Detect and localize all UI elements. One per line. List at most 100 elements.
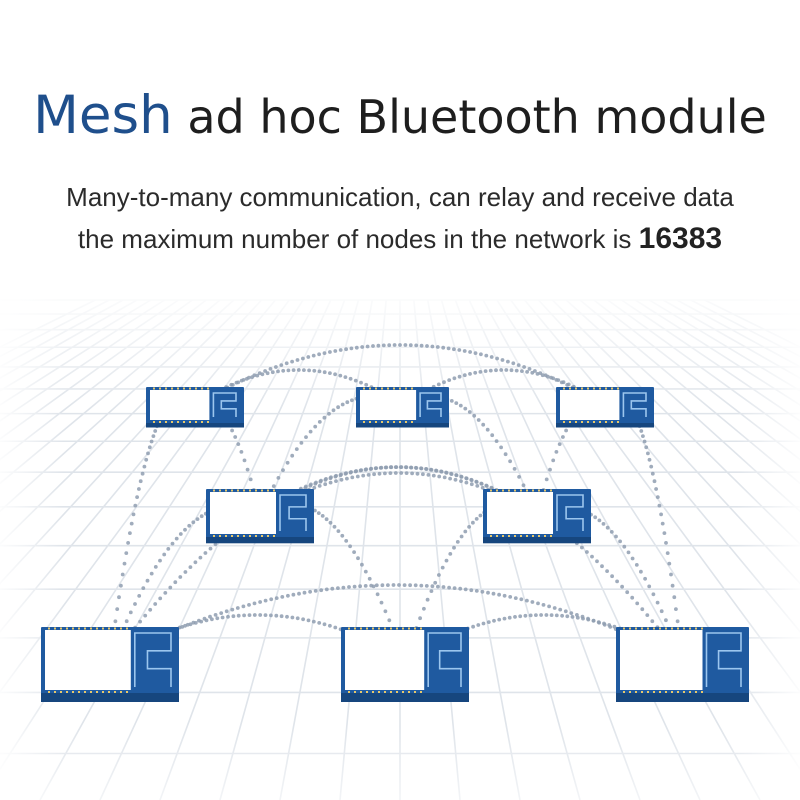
connection-dot bbox=[595, 559, 599, 564]
connection-dot bbox=[494, 368, 498, 373]
connection-dot bbox=[649, 464, 654, 469]
connection-dot bbox=[614, 534, 618, 539]
connection-dot bbox=[115, 607, 120, 611]
connection-dot bbox=[328, 623, 332, 628]
connection-dot bbox=[506, 359, 510, 364]
connection-dot bbox=[158, 596, 163, 601]
connection-dot bbox=[151, 434, 156, 438]
connection-dot bbox=[558, 607, 563, 612]
connection-dot bbox=[268, 367, 273, 371]
connection-dot bbox=[601, 522, 606, 526]
connection-dot bbox=[371, 584, 376, 589]
connection-dot bbox=[128, 610, 133, 615]
connection-dot bbox=[639, 569, 643, 574]
connection-dot bbox=[507, 615, 512, 620]
connection-dot bbox=[486, 590, 490, 595]
connection-dot bbox=[640, 607, 645, 612]
connection-dot bbox=[645, 613, 650, 617]
connection-dot bbox=[610, 574, 614, 579]
connection-dot bbox=[538, 371, 543, 375]
connection-dot bbox=[339, 477, 344, 482]
connection-dot bbox=[219, 611, 224, 615]
connection-dot bbox=[313, 424, 318, 429]
connection-dot bbox=[328, 371, 332, 375]
connection-dot bbox=[138, 479, 143, 484]
connection-dot bbox=[265, 371, 270, 376]
connection-dot bbox=[580, 614, 585, 619]
connection-dot bbox=[492, 618, 496, 623]
connection-dot bbox=[148, 607, 153, 612]
subtitle-line-2-text: the maximum number of nodes in the netwo… bbox=[77, 224, 632, 254]
connection-dot bbox=[247, 603, 251, 607]
connection-dot bbox=[657, 503, 662, 508]
bluetooth-module-icon bbox=[41, 627, 179, 702]
connection-dot bbox=[381, 343, 386, 348]
connection-dot bbox=[279, 614, 284, 619]
connection-dot bbox=[364, 467, 369, 472]
connection-dot bbox=[552, 606, 557, 610]
subtitle-line-2: the maximum number of nodes in the netwo… bbox=[0, 222, 800, 256]
connection-dot bbox=[343, 375, 348, 379]
connection-dot bbox=[519, 597, 524, 602]
connection-dot bbox=[280, 595, 285, 599]
connection-dot bbox=[557, 442, 562, 446]
connection-dot bbox=[511, 361, 516, 366]
connection-dot bbox=[248, 477, 253, 482]
connection-dot bbox=[508, 595, 513, 599]
connection-dot bbox=[147, 445, 152, 450]
connection-dot bbox=[120, 572, 125, 577]
connection-dot bbox=[241, 604, 246, 609]
connection-dot bbox=[235, 606, 240, 610]
connection-dot bbox=[672, 595, 677, 600]
connection-dot bbox=[462, 349, 467, 353]
connection-dot bbox=[459, 479, 463, 483]
connection-dot bbox=[523, 613, 528, 618]
connection-dot bbox=[514, 368, 519, 373]
max-nodes-number: 16383 bbox=[638, 222, 723, 255]
connection-dot bbox=[361, 473, 366, 478]
connection-dot bbox=[137, 487, 141, 491]
connection-dot bbox=[133, 602, 137, 606]
bluetooth-module-icon bbox=[206, 489, 314, 544]
connection-dot bbox=[359, 380, 363, 385]
connection-dot bbox=[421, 472, 425, 477]
connection-dot bbox=[119, 583, 123, 588]
connection-dot bbox=[322, 370, 327, 375]
connection-dot bbox=[664, 541, 668, 545]
connection-dot bbox=[363, 584, 368, 588]
connection-dot bbox=[358, 584, 362, 589]
connection-dot bbox=[564, 428, 568, 433]
connection-dot bbox=[499, 445, 503, 450]
connection-dot bbox=[548, 467, 552, 472]
connection-dot bbox=[145, 578, 150, 583]
connection-dot bbox=[467, 410, 472, 414]
connection-dot bbox=[316, 511, 321, 515]
connection-dot bbox=[414, 343, 419, 348]
connection-dot bbox=[153, 429, 158, 433]
connection-dot bbox=[565, 383, 570, 387]
connection-dot bbox=[469, 478, 474, 483]
connection-dot bbox=[670, 583, 675, 588]
mesh-network-diagram bbox=[0, 280, 800, 800]
connection-dot bbox=[437, 573, 441, 577]
connection-dot bbox=[252, 613, 257, 617]
connection-dot bbox=[281, 468, 285, 472]
connection-dot bbox=[549, 613, 554, 617]
connection-dot bbox=[371, 344, 375, 348]
connection-dot bbox=[659, 609, 664, 614]
connection-dot bbox=[497, 592, 501, 597]
connection-dot bbox=[146, 451, 150, 456]
connection-dot bbox=[372, 472, 376, 477]
connection-dot bbox=[352, 584, 357, 589]
connection-dot bbox=[301, 356, 305, 361]
connection-dot bbox=[302, 590, 307, 595]
connection-dot bbox=[549, 375, 553, 380]
bluetooth-module-icon bbox=[483, 489, 591, 544]
connection-dot bbox=[452, 376, 457, 381]
connection-dot bbox=[307, 368, 311, 373]
connection-dot bbox=[180, 625, 185, 629]
connection-dot bbox=[241, 378, 246, 382]
connection-dot bbox=[554, 378, 559, 382]
connection-dot bbox=[625, 590, 630, 595]
connection-dot bbox=[561, 435, 565, 439]
